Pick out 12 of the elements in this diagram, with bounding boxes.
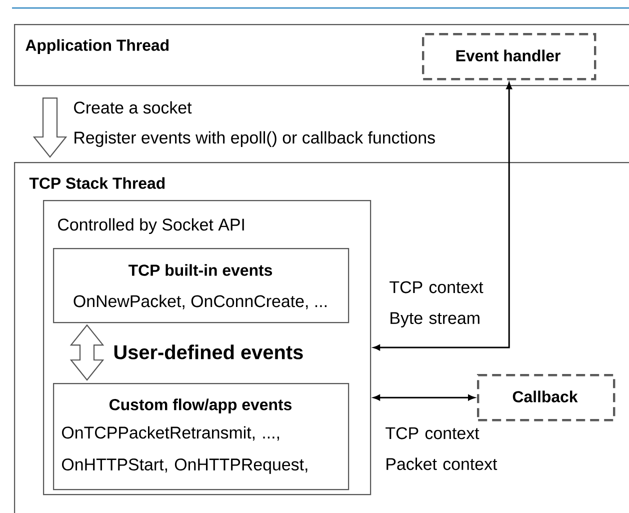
connector-arrow [373,82,512,350]
edge-label: User-defined events [112,344,305,360]
edge-label: TCP context Packet context [384,426,514,472]
handler-box: Event handler [422,33,596,80]
callback-box: Callback [477,374,616,422]
event-box: TCP built-in events OnNewPacket, OnConnCreate, ... [53,248,350,324]
hollow-arrow [32,98,68,158]
connector-arrow [373,394,475,400]
edge-label: TCP context Byte stream [388,280,492,328]
annotation-text: Create a socket [74,101,192,114]
annotation-text: Register events with epoll() or callback functions [74,131,435,147]
event-box: Custom flow/app events OnTCPPacketRetransmit, ..., OnHTTPStart, OnHTTPRequest, [53,383,350,490]
